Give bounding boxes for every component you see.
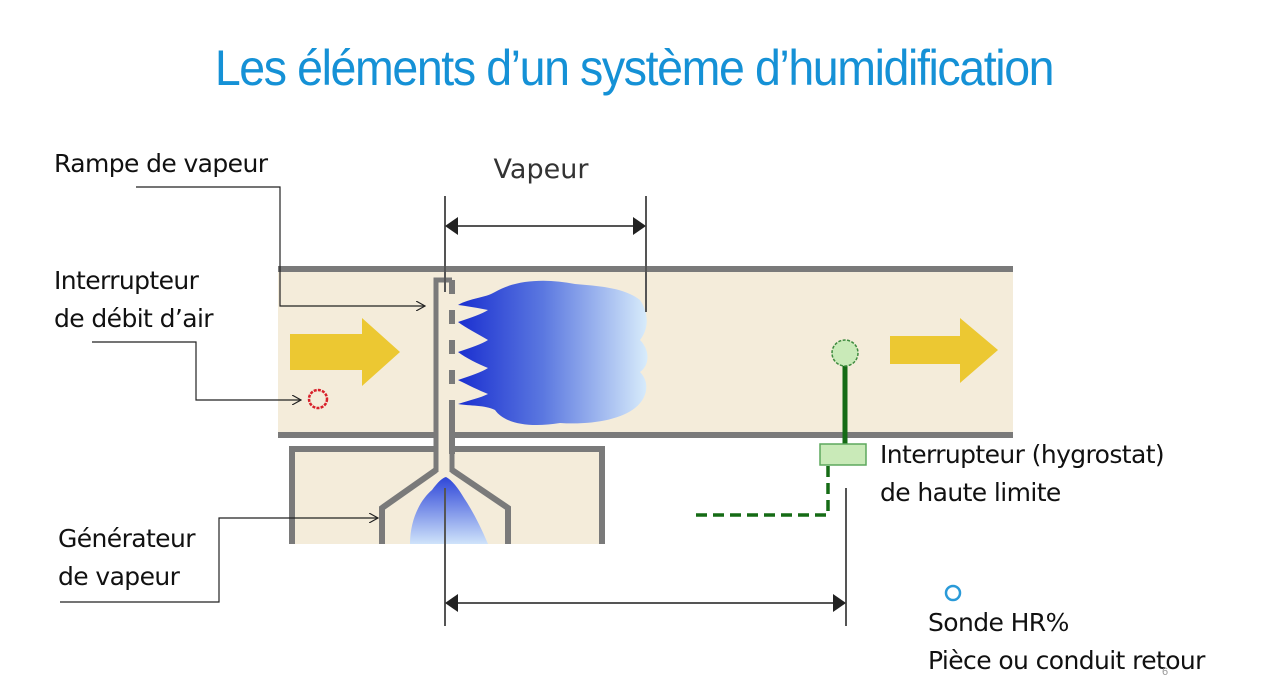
- generator-steam: [410, 477, 488, 544]
- duct-bottom-wall: [278, 432, 1013, 438]
- control-wire: [694, 466, 830, 517]
- label-rh-sensor-line1: Sonde HR%: [928, 608, 1069, 637]
- steam-distributor: [433, 277, 455, 472]
- dimension-label: Vapeur: [494, 154, 590, 185]
- airflow-arrow-out: [890, 318, 998, 383]
- high-limit-humidistat: [694, 339, 867, 517]
- slide-title: Les éléments d’un système d’humidificati…: [214, 40, 1055, 96]
- label-rh-sensor-line2: Pièce ou conduit retour: [928, 646, 1205, 675]
- steam-absorption-dimension: [444, 196, 647, 312]
- leader-airflow-switch: [92, 341, 301, 400]
- label-high-limit-line2: de haute limite: [880, 478, 1061, 507]
- distributor-segment: [449, 370, 455, 384]
- distributor-segment: [449, 340, 455, 354]
- page-number: 6: [1162, 666, 1169, 678]
- leader-steam-generator: [60, 518, 378, 603]
- label-airflow-switch-line1: Interrupteur: [54, 266, 199, 295]
- high-limit-sensor-icon: [831, 339, 859, 367]
- airflow-arrow-in: [290, 318, 400, 386]
- label-high-limit-line1: Interrupteur (hygrostat): [880, 440, 1165, 469]
- steam-plume: [458, 280, 648, 426]
- high-limit-switch-box: [819, 443, 867, 466]
- distributor-segment: [449, 310, 455, 324]
- rh-sensor-icon: [944, 584, 962, 602]
- label-steam-distributor: Rampe de vapeur: [54, 149, 268, 178]
- generator-tank-wall: [379, 467, 511, 544]
- distance-dimension: [444, 488, 847, 626]
- distributor-segment: [449, 400, 455, 454]
- distributor-segment: [449, 280, 455, 294]
- label-steam-generator-line2: de vapeur: [58, 562, 180, 591]
- leader-steam-distributor: [136, 186, 425, 306]
- label-airflow-switch-line2: de débit d’air: [54, 304, 214, 333]
- label-steam-generator-line1: Générateur: [58, 524, 195, 553]
- airflow-switch-icon: [307, 388, 329, 410]
